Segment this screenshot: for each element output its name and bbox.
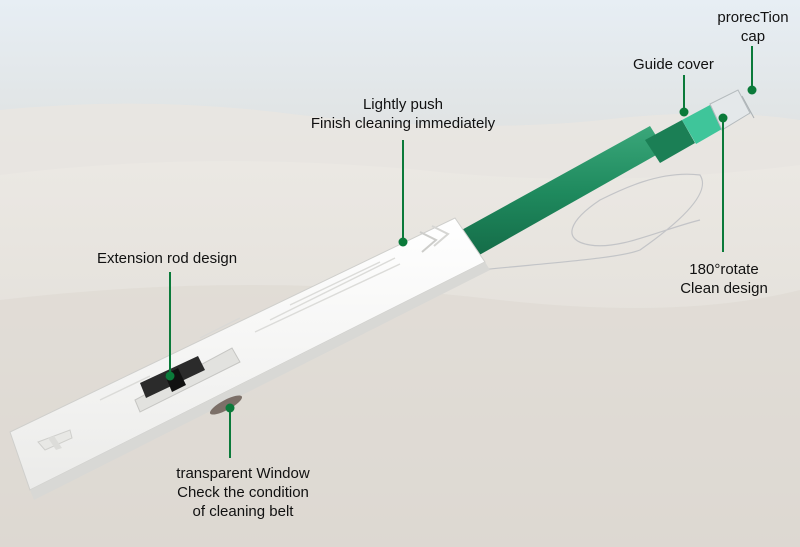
transparent-window — [209, 395, 243, 415]
dot-protection-cap — [747, 85, 757, 95]
label-lightly-push: Lightly push Finish cleaning immediately — [293, 95, 513, 133]
label-rotate-line1: 180°rotate — [689, 261, 759, 278]
dot-guide-cover — [679, 107, 689, 117]
label-rotate: 180°rotate Clean design — [668, 260, 780, 298]
cleaning-tape — [479, 173, 704, 271]
label-window-line3: of cleaning belt — [192, 503, 294, 520]
label-guide-cover: Guide cover — [633, 56, 714, 73]
pen-body-side — [30, 262, 490, 500]
dot-rotate — [718, 113, 728, 123]
label-extension-rod: Extension rod design — [97, 250, 238, 267]
dot-extension-rod — [165, 371, 175, 381]
label-lightly-push-line1: Lightly push — [362, 96, 444, 113]
label-protection-cap-line1: prorecTion — [717, 9, 789, 26]
label-protection-cap: prorecTion cap — [708, 8, 798, 46]
green-rod — [458, 126, 665, 258]
label-window-line2: Check the condition — [177, 484, 309, 501]
label-protection-cap-line2: cap — [740, 28, 766, 45]
label-rotate-line2: Clean design — [680, 280, 768, 297]
dot-lightly-push — [398, 237, 408, 247]
dot-window — [225, 403, 235, 413]
label-window: transparent Window Check the condition o… — [158, 464, 328, 521]
label-window-line1: transparent Window — [176, 465, 310, 482]
green-rod-collar — [645, 120, 695, 163]
guide-cover — [682, 105, 722, 144]
label-lightly-push-line2: Finish cleaning immediately — [310, 115, 496, 132]
